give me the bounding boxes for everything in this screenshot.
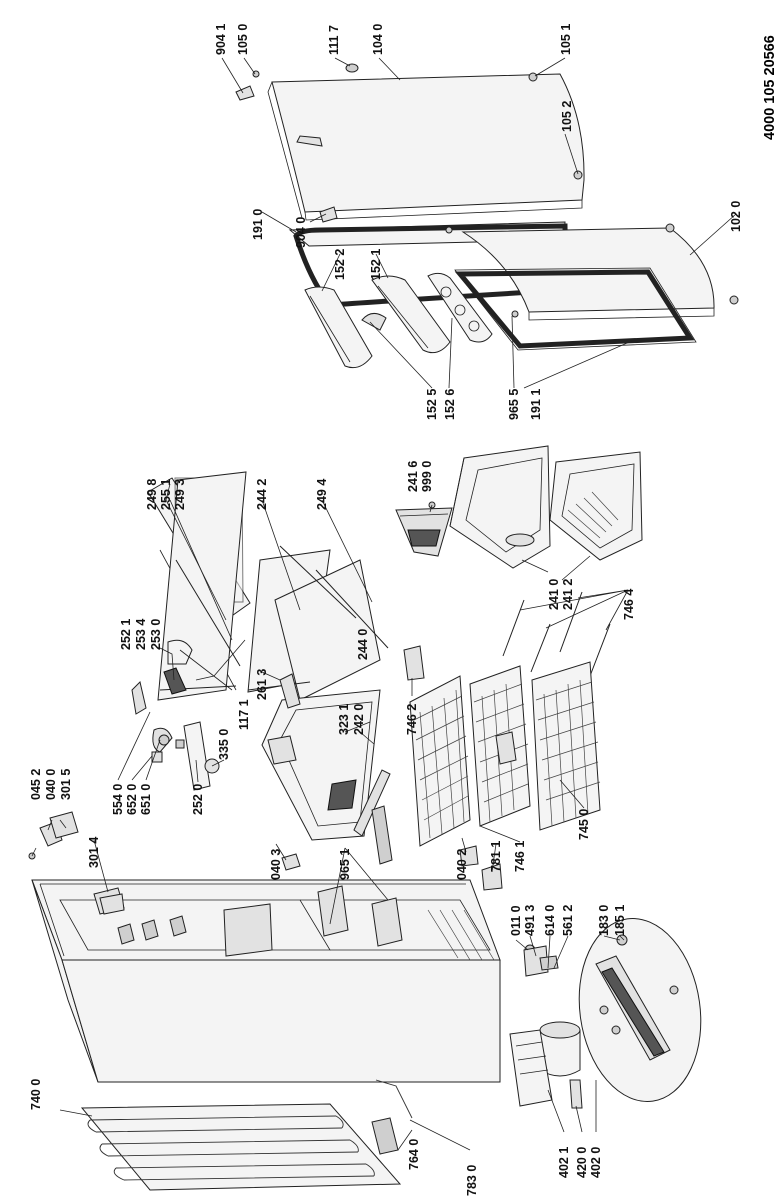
label-252-0: 252 0 (191, 784, 205, 815)
freezer-baskets (409, 661, 601, 847)
freezer-door-assembly (235, 63, 585, 308)
label-011-0: 011 0 (509, 905, 523, 936)
label-253-0: 253 0 (149, 619, 163, 650)
label-255-1: 255 1 (159, 479, 173, 510)
label-301-5: 301 5 (59, 769, 73, 800)
thermostat-assembly (131, 639, 220, 791)
fridge-drawer (261, 645, 425, 841)
label-965-1: 965 1 (338, 849, 352, 880)
label-241-6: 241 6 (406, 461, 420, 492)
label-746-4: 746 4 (622, 589, 636, 620)
label-999-0: 999 0 (420, 461, 434, 492)
label-152-6: 152 6 (443, 389, 457, 420)
label-965-5: 965 5 (507, 389, 521, 420)
label-904-1: 904 1 (214, 24, 228, 55)
label-241-2: 241 2 (561, 579, 575, 610)
label-402-1: 402 1 (557, 1147, 571, 1178)
compressor-assembly (509, 918, 702, 1109)
label-152-1: 152 1 (369, 249, 383, 280)
label-249-3: 249 3 (173, 479, 187, 510)
label-781-1: 781 1 (489, 841, 503, 872)
label-740-0: 740 0 (29, 1079, 43, 1110)
label-244-2: 244 2 (255, 479, 269, 510)
label-152-2: 152 2 (333, 249, 347, 280)
label-241-0: 241 0 (547, 579, 561, 610)
label-783-0: 783 0 (465, 1165, 479, 1196)
label-183-0: 183 0 (597, 905, 611, 936)
label-117-1: 117 1 (237, 699, 251, 730)
label-185-1: 185 1 (613, 905, 627, 936)
label-105-2: 105 2 (560, 101, 574, 132)
label-191-0: 191 0 (251, 209, 265, 240)
label-561-2: 561 2 (561, 905, 575, 936)
label-323-1: 323 1 (337, 704, 351, 735)
label-261-3: 261 3 (255, 669, 269, 700)
crisper-drawers (395, 445, 643, 569)
label-746-2: 746 2 (405, 704, 419, 735)
part-labels: 904 1 105 0 111 7 104 0 105 1 105 2 191 … (29, 24, 743, 1196)
label-040-3: 040 3 (269, 849, 283, 880)
cabinet (31, 879, 536, 1083)
label-614-0: 614 0 (543, 905, 557, 936)
label-745-0: 745 0 (577, 809, 591, 840)
leader-lines (31, 57, 737, 1151)
label-764-0: 764 0 (407, 1139, 421, 1170)
label-104-0: 104 0 (371, 24, 385, 55)
label-242-0: 242 0 (352, 704, 366, 735)
label-102-0: 102 0 (729, 201, 743, 232)
label-652-0: 652 0 (125, 784, 139, 815)
label-651-0: 651 0 (139, 784, 153, 815)
label-249-4: 249 4 (315, 479, 329, 510)
label-045-2: 045 2 (29, 769, 43, 800)
label-554-0: 554 0 (111, 784, 125, 815)
label-335-0: 335 0 (217, 729, 231, 760)
label-420-0: 420 0 (575, 1147, 589, 1178)
label-252-1: 252 1 (119, 619, 133, 650)
label-152-5: 152 5 (425, 389, 439, 420)
label-301-4: 301 4 (87, 837, 101, 868)
glass-shelves (147, 471, 389, 701)
label-105-1: 105 1 (559, 24, 573, 55)
label-191-1: 191 1 (529, 389, 543, 420)
document-number: 4000 105 20566 (762, 35, 778, 140)
label-040-2: 040 2 (455, 849, 469, 880)
fridge-door-assembly (304, 223, 739, 369)
label-244-0: 244 0 (356, 629, 370, 660)
label-249-8: 249 8 (145, 479, 159, 510)
condenser (80, 1079, 413, 1191)
label-105-0: 105 0 (236, 24, 250, 55)
freezer-rails (502, 591, 611, 677)
label-040-0: 040 0 (44, 769, 58, 800)
label-402-0: 402 0 (589, 1147, 603, 1178)
label-491-3: 491 3 (523, 905, 537, 936)
label-253-4: 253 4 (134, 619, 148, 650)
label-111-7: 111 7 (327, 25, 341, 55)
label-904-0: 904 0 (294, 217, 308, 248)
label-746-1: 746 1 (513, 841, 527, 872)
